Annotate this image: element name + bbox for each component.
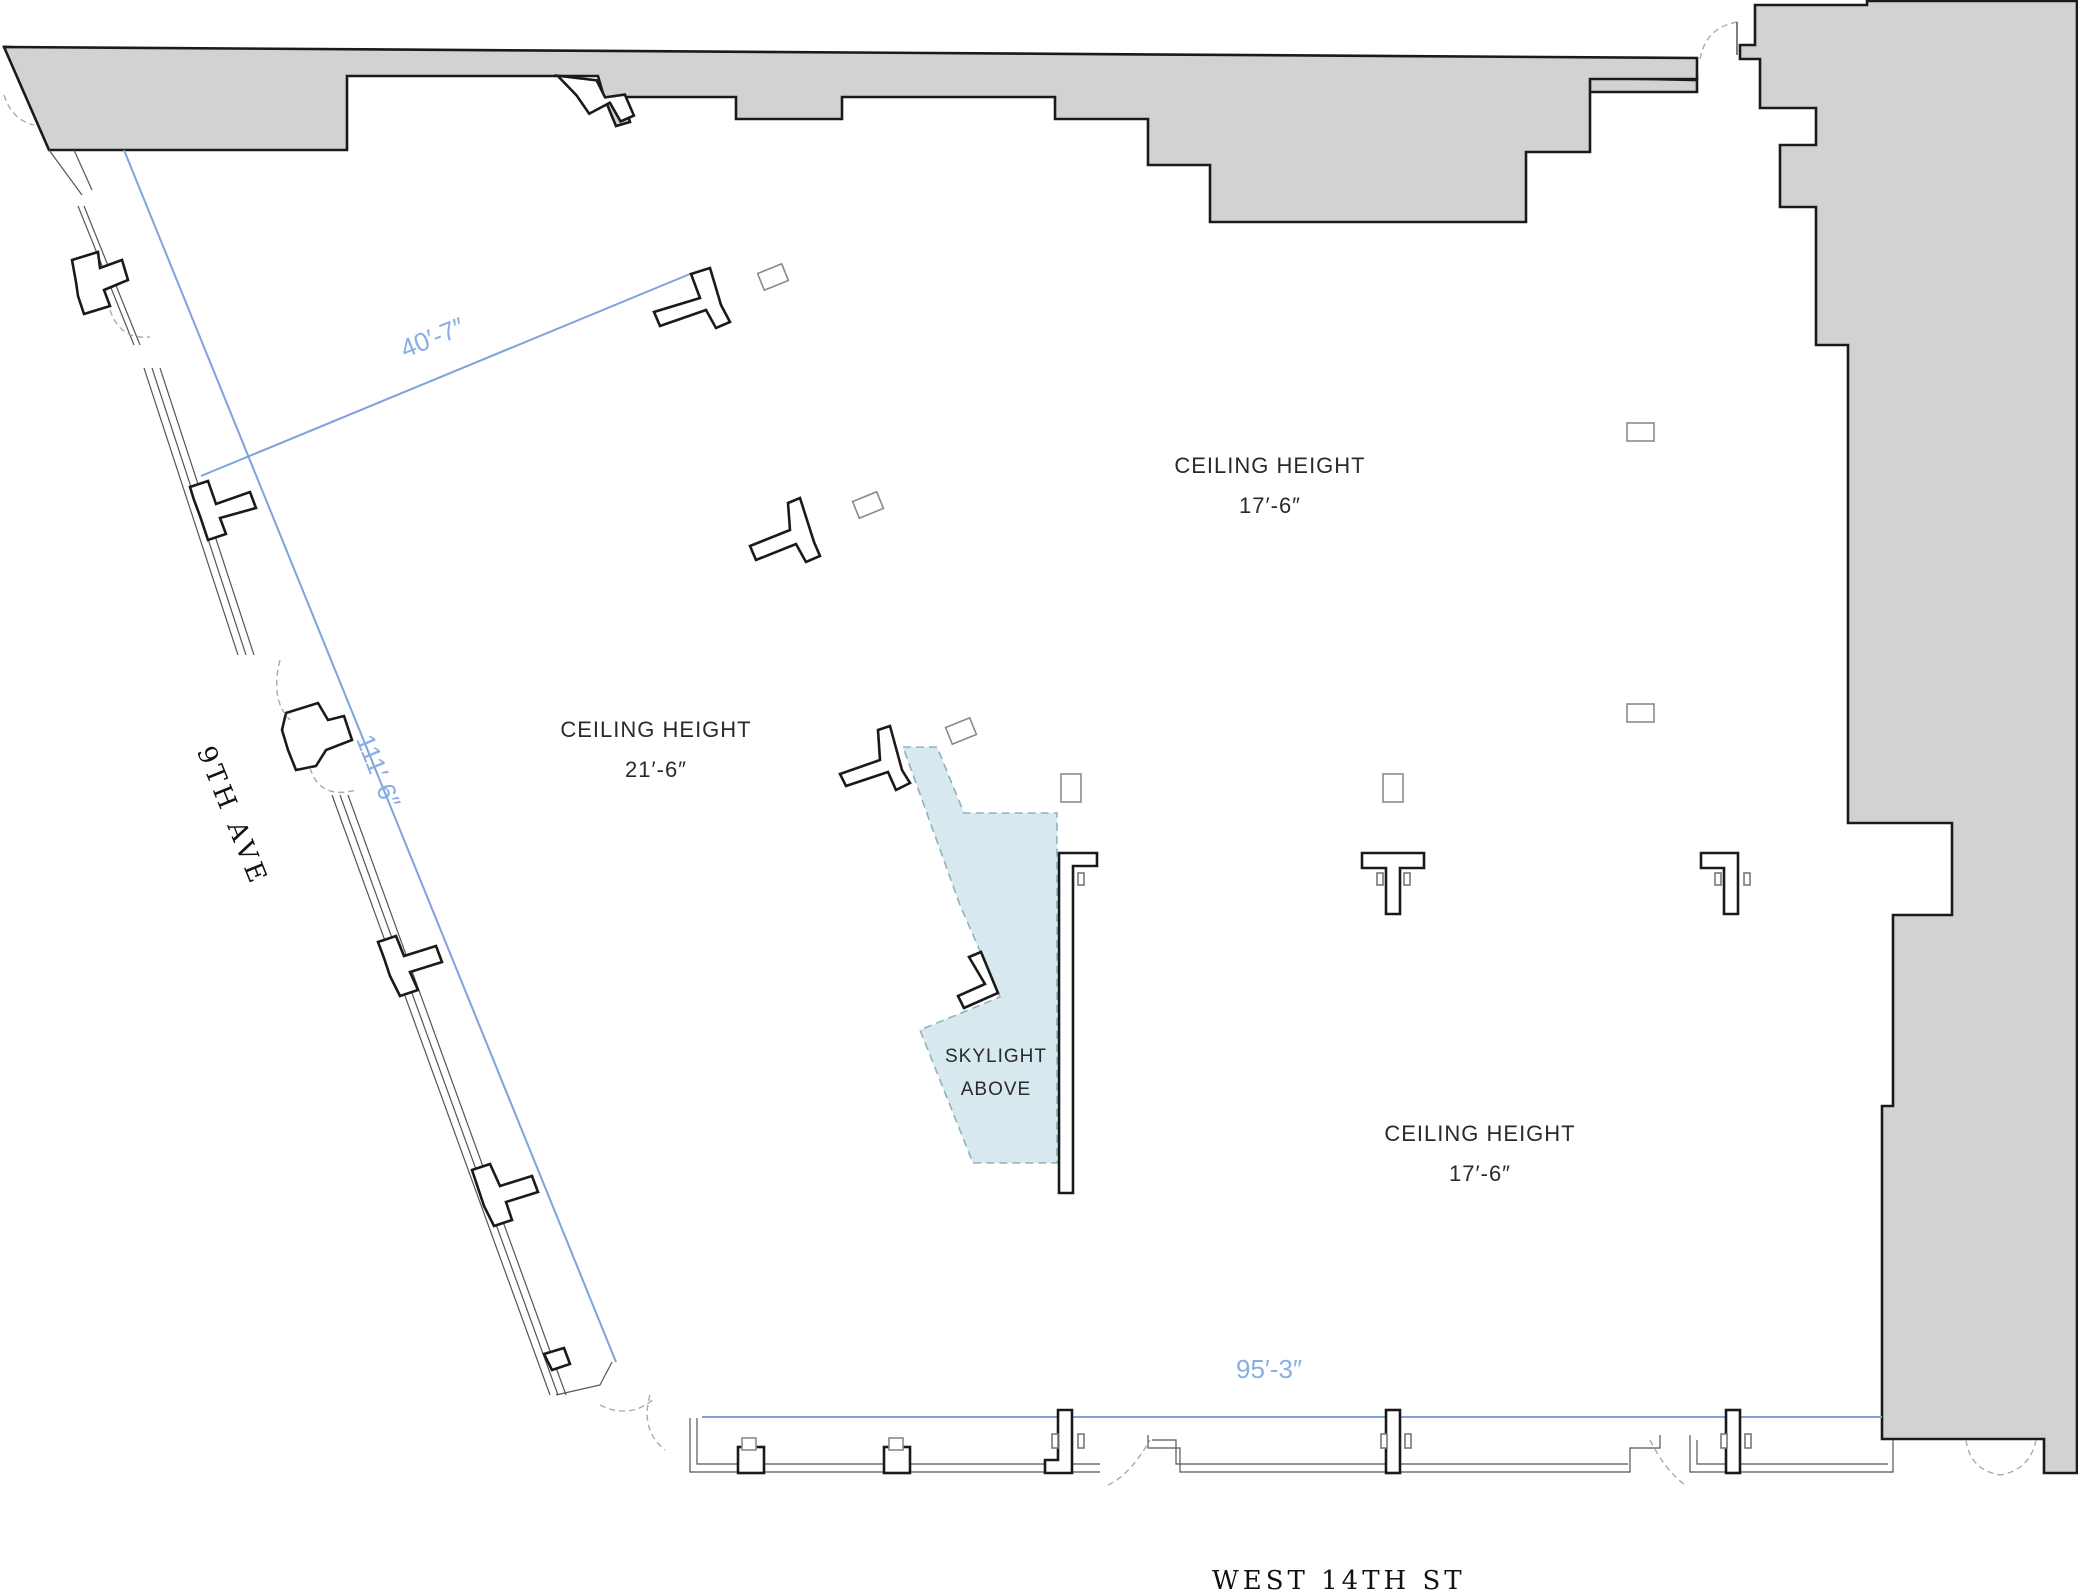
dimension-line-depth: [200, 273, 691, 477]
north-core-visible: [2, 45, 1699, 224]
west-facade-piers: [70, 250, 572, 1372]
ceiling-height-west-value: 21′-6″: [625, 757, 687, 782]
east-core: [1738, 0, 2078, 1475]
west-door-2-swing: [275, 659, 291, 721]
south-door-1-swing: [1107, 1439, 1151, 1486]
ceiling-height-south-title: CEILING HEIGHT: [1384, 1121, 1576, 1146]
west-door-4-swing: [599, 1397, 656, 1412]
west-door-3-swing: [309, 767, 357, 794]
south-door-3-swing: [1965, 1439, 2001, 1476]
ceiling-height-north-label: CEILING HEIGHT 17′-6″: [1120, 446, 1420, 526]
skylight-area: [901, 746, 1058, 1164]
interior-columns: [554, 74, 1740, 1195]
ceiling-height-south-value: 17′-6″: [1449, 1161, 1511, 1186]
riser-markers: [1051, 872, 1752, 1449]
street-frontage-dimension-label: 95′-3″: [1236, 1354, 1303, 1384]
ceiling-height-west-title: CEILING HEIGHT: [560, 717, 752, 742]
south-door-2-swing: [1649, 1439, 1686, 1486]
skylight-label-line1: SKYLIGHT: [945, 1046, 1047, 1067]
dimension-line-avenue: [123, 149, 617, 1363]
south-facade: [689, 1418, 1894, 1473]
skylight-label: SKYLIGHT ABOVE: [926, 1040, 1066, 1106]
ceiling-height-north-title: CEILING HEIGHT: [1174, 453, 1366, 478]
skylight-label-line2: ABOVE: [960, 1079, 1032, 1100]
west-door-1-swing: [109, 309, 151, 338]
ceiling-height-west-label: CEILING HEIGHT 21′-6″: [506, 710, 806, 790]
ceiling-height-south-label: CEILING HEIGHT 17′-6″: [1330, 1114, 1630, 1194]
ceiling-height-north-value: 17′-6″: [1239, 493, 1301, 518]
ceiling-fixtures: [756, 262, 1655, 803]
street-label-west-14th-st: WEST 14TH ST: [1212, 1566, 1466, 1596]
east-door-swing: [1699, 21, 1738, 61]
south-door-4-swing: [1999, 1439, 2037, 1476]
top-left-door-swing: [3, 94, 35, 126]
corner-door-swing: [646, 1394, 666, 1451]
